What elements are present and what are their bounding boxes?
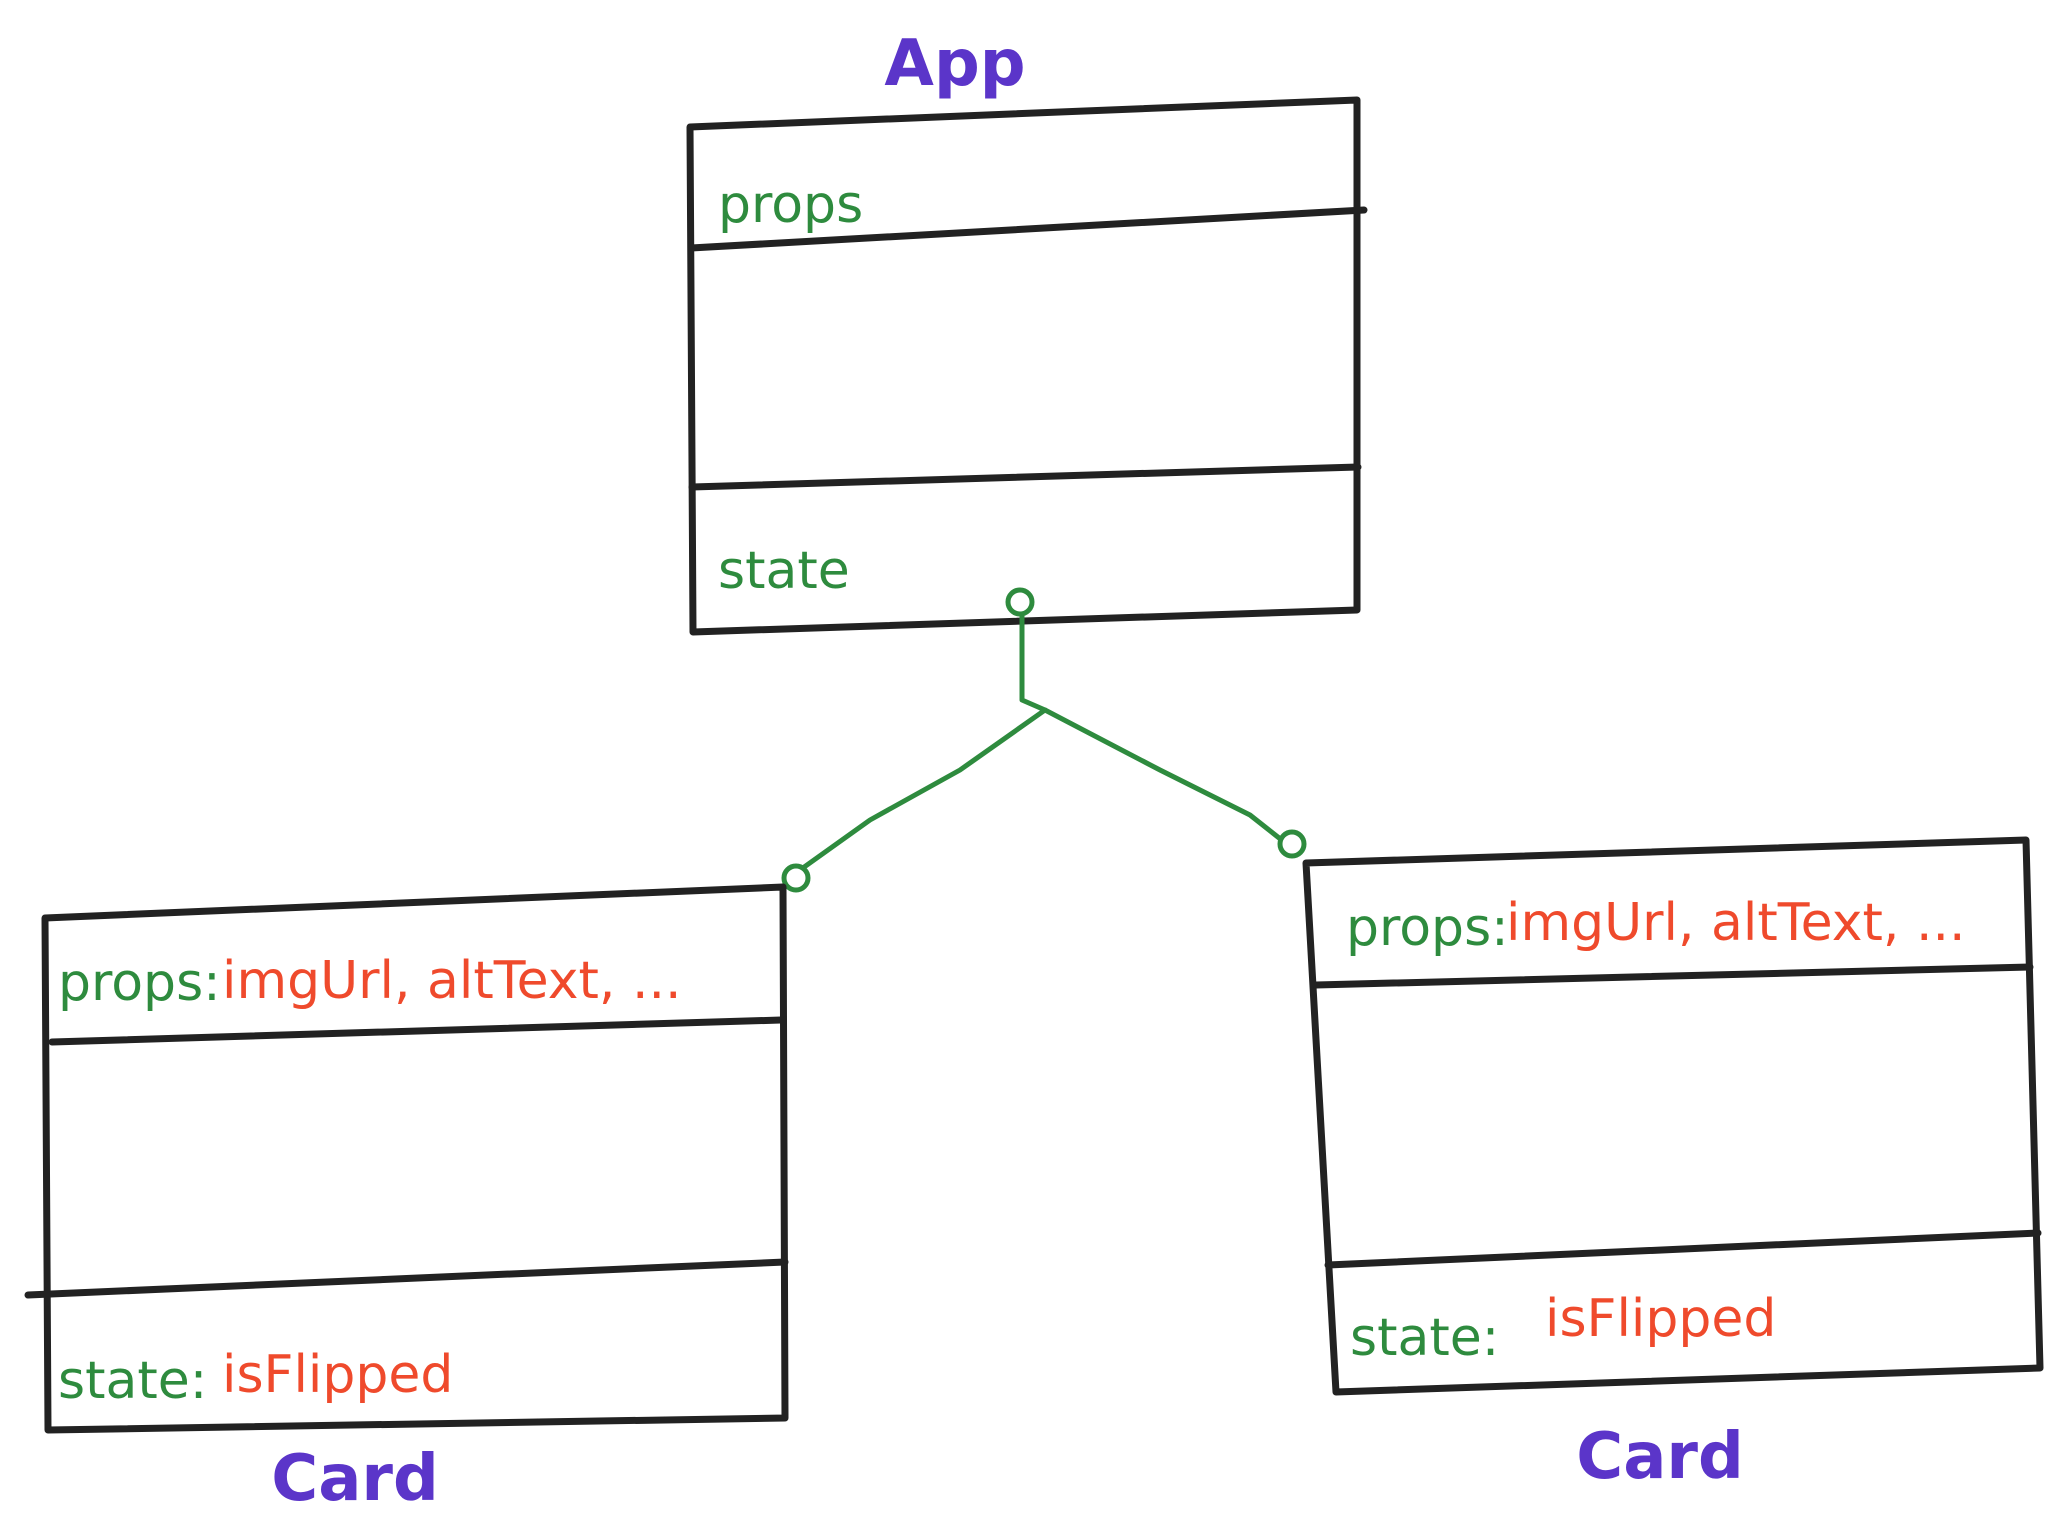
app-state-divider: [688, 463, 1362, 491]
left-card-box: [41, 883, 789, 1434]
left-card-state-value: isFlipped: [222, 1345, 453, 1405]
card-component-left: props: imgUrl, altText, ... state: isFli…: [24, 883, 789, 1516]
left-card-state-divider: [24, 1258, 789, 1299]
right-card-state-divider: [1324, 1229, 2042, 1269]
connector-stem: [1019, 609, 1048, 713]
right-card-connection-port: [1277, 829, 1307, 859]
left-card-state-label: state:: [58, 1351, 207, 1411]
right-card-props-value: imgUrl, altText, ...: [1506, 893, 1966, 953]
app-props-label: props: [718, 175, 863, 235]
app-box: [686, 96, 1361, 636]
composition-connector: [781, 587, 1307, 893]
left-card-props-label: props:: [58, 953, 221, 1013]
right-card-box: [1302, 836, 2044, 1396]
card-component-right: props: imgUrl, altText, ... state: isFli…: [1302, 836, 2044, 1494]
right-card-state-value: isFlipped: [1545, 1289, 1776, 1349]
app-connection-port: [1005, 587, 1035, 617]
app-title: App: [884, 27, 1025, 101]
left-card-connection-port: [781, 863, 811, 893]
right-card-props-divider: [1312, 963, 2034, 989]
connector-left-branch: [797, 707, 1048, 873]
left-card-props-divider: [48, 1016, 785, 1046]
app-props-divider: [687, 206, 1368, 252]
app-component: App props state: [686, 27, 1368, 636]
app-state-label: state: [718, 541, 850, 601]
right-card-state-label: state:: [1350, 1308, 1499, 1368]
right-card-title: Card: [1576, 1420, 1744, 1494]
left-card-props-value: imgUrl, altText, ...: [222, 951, 682, 1011]
connector-right-branch: [1042, 707, 1291, 848]
right-card-props-label: props:: [1346, 898, 1509, 958]
left-card-title: Card: [271, 1442, 439, 1516]
